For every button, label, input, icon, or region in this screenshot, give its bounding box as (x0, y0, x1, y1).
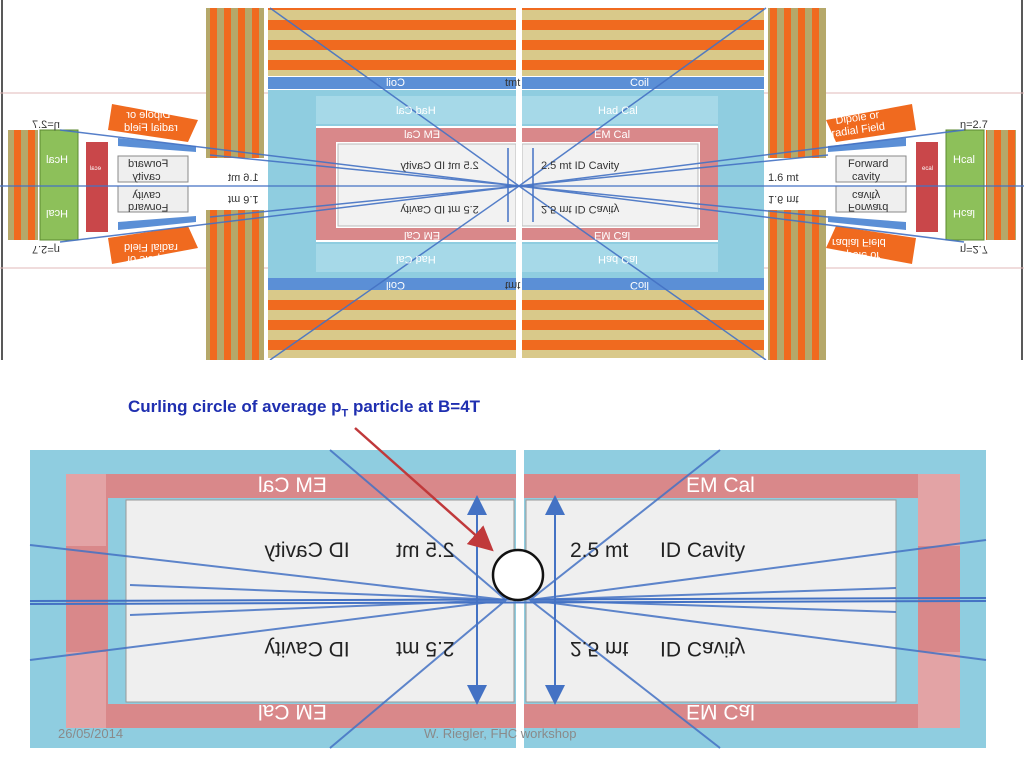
caption-suffix: particle at B=4T (348, 397, 481, 416)
coil-top-right (522, 77, 764, 89)
hcal-label-right: Hcal (953, 154, 975, 166)
dipole-right-bottom-line2: radial Field (832, 236, 886, 248)
forward-cavity-right-line2: cavity (852, 171, 881, 183)
tmt-label-bottom: tmt (505, 279, 520, 291)
curling-circle (491, 548, 545, 602)
left-ecal (86, 142, 108, 232)
id-cavity-right (521, 143, 699, 227)
forward-cavity-right-line1: Forward (848, 158, 888, 170)
coil-bottom-right (522, 278, 764, 290)
dipole-left-bottom-line2: radial Field (124, 241, 178, 253)
coil-label-right: Coil (630, 77, 649, 89)
had-cal-label-left-bottom: Had Cal (396, 253, 436, 265)
had-cal-label-right: Had Cal (598, 105, 638, 117)
right-hcal (945, 129, 985, 241)
forward-cavity-left-bottom-line1: Forward (128, 201, 168, 213)
footer-date: 26/05/2014 (58, 726, 124, 741)
eta-lines (59, 7, 965, 360)
pointer-arrow (354, 427, 494, 552)
right-forward-cavity-bottom (835, 185, 907, 213)
forward-cavity-right-bottom-line2: cavity (852, 189, 881, 201)
zoom-cavity-label-left-bottom: ID Cavity (264, 637, 350, 660)
right-dipole-bottom (826, 226, 916, 264)
id-cavity-label-left: 2.5 mt ID Cavity (400, 160, 479, 172)
endcap-bottom-right-block (768, 210, 826, 360)
eta-label-right: η=2.7 (960, 119, 988, 131)
distance-label-left: 1.6 mt (228, 172, 259, 184)
zoomed-diagram: EM Cal EM Cal EM Cal EM Cal 2.5 mt ID Ca… (29, 427, 987, 749)
zoom-em-cal-label-right-bottom: EM Cal (686, 700, 755, 723)
eta-label-right-bottom: η=2.7 (960, 243, 988, 255)
left-hcal (39, 129, 79, 241)
hcal-label-left: Hcal (46, 154, 68, 166)
zoom-length-label-right: 2.5 mt (570, 539, 629, 562)
endcap-bottom-left-block (206, 210, 264, 360)
hcal-label-right-bottom: Hcal (953, 207, 975, 219)
zoom-em-cal-label-left-bottom: EM Cal (258, 700, 327, 723)
coil-bottom-left (268, 278, 516, 290)
eta-label-left-bottom: η=2.7 (32, 243, 60, 255)
barrel-bottom-right-block (522, 290, 764, 358)
coil-top-left (268, 77, 516, 89)
zoom-cavity-label-right-bottom: ID Cavity (660, 637, 746, 660)
left-dipole-top (108, 104, 198, 142)
had-cal-label-left: Had Cal (396, 105, 436, 117)
em-cal-label-left: EM Cal (404, 129, 440, 141)
zoom-length-label-left: 2.5 mt (396, 539, 455, 562)
em-cal-left (316, 128, 516, 240)
eta-label-left: η=2.7 (32, 119, 60, 131)
ecal-label-left: ecal (90, 166, 101, 172)
forward-cavity-left-bottom-line2: cavity (132, 189, 161, 201)
id-cavity-label-right: 2.5 mt ID Cavity (541, 160, 620, 172)
caption-subscript: T (341, 407, 349, 420)
dipole-left-line2: radial Field (124, 122, 178, 134)
ecal-label-right: ecal (922, 166, 933, 172)
endcap-top-right-block (768, 8, 826, 158)
em-cal-label-right: EM Cal (594, 129, 630, 141)
zoom-length-label-right-bottom: 2.5 mt (570, 637, 629, 660)
coil-label-right-bottom: Coil (630, 279, 649, 291)
barrel-top-left-block (268, 8, 516, 76)
dipole-left-bottom-line1: Dipole or (126, 253, 170, 265)
right-ecal (916, 142, 938, 232)
barrel-top-right-block (522, 8, 764, 76)
forward-cavity-left-line2: cavity (132, 171, 161, 183)
distance-label-left-bottom: 1.6 mt (228, 193, 259, 205)
right-forward-cavity-top (835, 155, 907, 183)
left-forward-stripes (8, 130, 38, 240)
right-dipole-top (826, 104, 916, 142)
tmt-label-top: tmt (505, 77, 520, 89)
hcal-label-left-bottom: Hcal (46, 207, 68, 219)
caption: Curling circle of average pT particle at… (128, 397, 480, 419)
barrel-bottom-left-block (268, 290, 516, 358)
zoom-cavity-label-right: ID Cavity (660, 539, 746, 562)
coil-label-left: Coil (386, 77, 405, 89)
had-cal-label-right-bottom: Had Cal (598, 253, 638, 265)
footer-author: W. Riegler, FHC workshop (424, 726, 577, 741)
left-forward-cavity-top (117, 155, 189, 183)
left-dipole-bottom (108, 226, 198, 264)
zoom-beam-lines (29, 597, 987, 605)
id-cavity-left (337, 143, 517, 227)
distance-label-right: 1.6 mt (768, 172, 799, 184)
detector-diagram: Coil tmt Had Cal EM Cal 2.5 mt ID Cavity… (0, 0, 1024, 360)
id-cavity-label-right-bottom: 2.5 mt ID Cavity (541, 203, 620, 215)
dipole-left-line1: Dipole or (126, 109, 170, 121)
distance-label-right-bottom: 1.6 mt (768, 193, 799, 205)
zoom-cavity-label-left: ID Cavity (264, 539, 350, 562)
em-cal-label-left-bottom: EM Cal (404, 229, 440, 241)
right-forward-stripes (986, 130, 1016, 240)
forward-cavity-left-line1: Forward (128, 158, 168, 170)
caption-prefix: Curling circle of average p (128, 397, 342, 416)
id-cavity-label-left-bottom: 2.5 mt ID Cavity (400, 203, 479, 215)
coil-label-left-bottom: Coil (386, 279, 405, 291)
dipole-right-bottom-line1: Dipole or (836, 249, 880, 261)
em-cal-right (522, 128, 718, 240)
zoom-em-cal-label-left: EM Cal (258, 474, 327, 497)
forward-cavity-right-bottom-line1: Forward (848, 201, 888, 213)
endcap-top-left-block (206, 8, 264, 158)
zoom-length-label-left-bottom: 2.5 mt (396, 637, 455, 660)
zoom-em-cal-label-right: EM Cal (686, 474, 755, 497)
em-cal-label-right-bottom: EM Cal (594, 229, 630, 241)
